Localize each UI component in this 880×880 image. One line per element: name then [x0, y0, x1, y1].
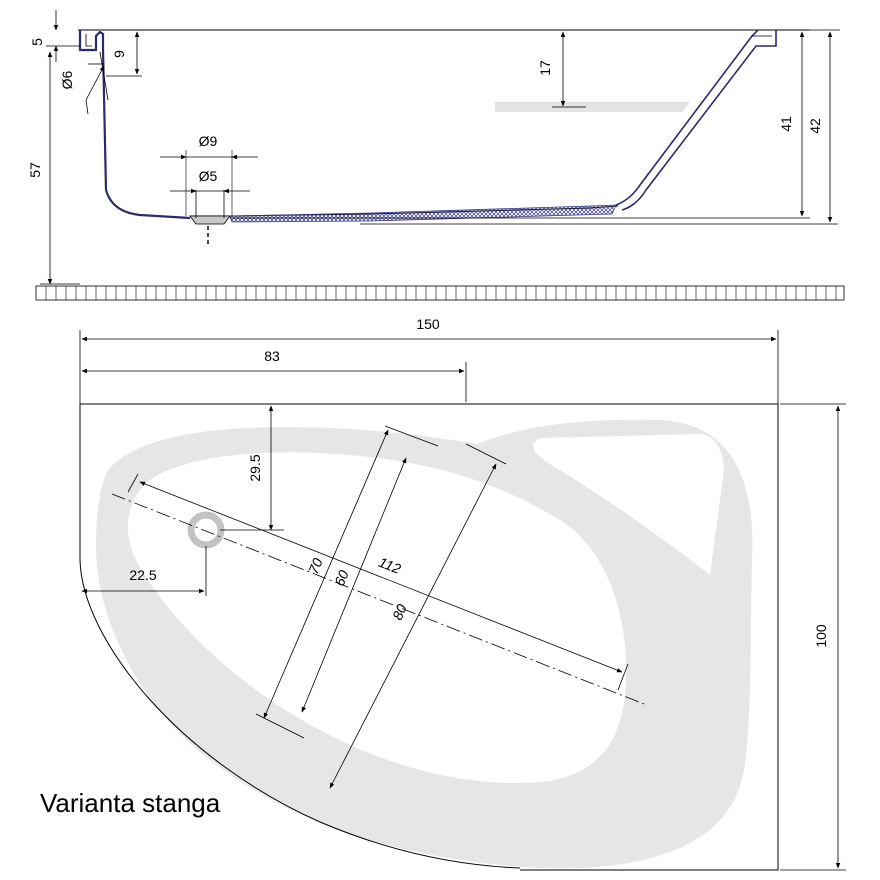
floor-grid — [35, 285, 845, 301]
variant-caption: Varianta stanga — [40, 788, 221, 818]
right-slope-profile — [615, 29, 777, 211]
dim-83: 83 — [264, 348, 280, 364]
dim-80: 80 — [389, 602, 410, 623]
dim-29-5: 29.5 — [247, 454, 263, 481]
dim-100: 100 — [813, 624, 829, 648]
dim-150: 150 — [416, 316, 440, 332]
plan-frame — [80, 403, 779, 871]
tub-outer-edge — [79, 559, 521, 869]
dim-dia5: Ø5 — [199, 168, 218, 184]
section-view — [78, 29, 840, 244]
dim-9: 9 — [111, 50, 127, 58]
dim-dia6: Ø6 — [59, 70, 75, 89]
left-rim-profile — [78, 30, 191, 220]
corner-seat — [533, 434, 724, 575]
dim-57: 57 — [27, 162, 43, 178]
plan-dimensions: 150 83 100 29.5 22.5 112 70 60 80 — [79, 316, 846, 871]
dim-42: 42 — [807, 118, 823, 134]
water-level — [495, 102, 690, 112]
dim-dia9: Ø9 — [199, 133, 218, 149]
section-drain — [189, 215, 231, 225]
dim-17: 17 — [537, 60, 553, 76]
dim-22-5: 22.5 — [129, 567, 156, 583]
dim-5: 5 — [29, 38, 45, 46]
dim-41: 41 — [778, 116, 794, 132]
section-dimensions: 5 9 Ø6 57 17 41 42 Ø9 Ø5 — [27, 10, 833, 285]
